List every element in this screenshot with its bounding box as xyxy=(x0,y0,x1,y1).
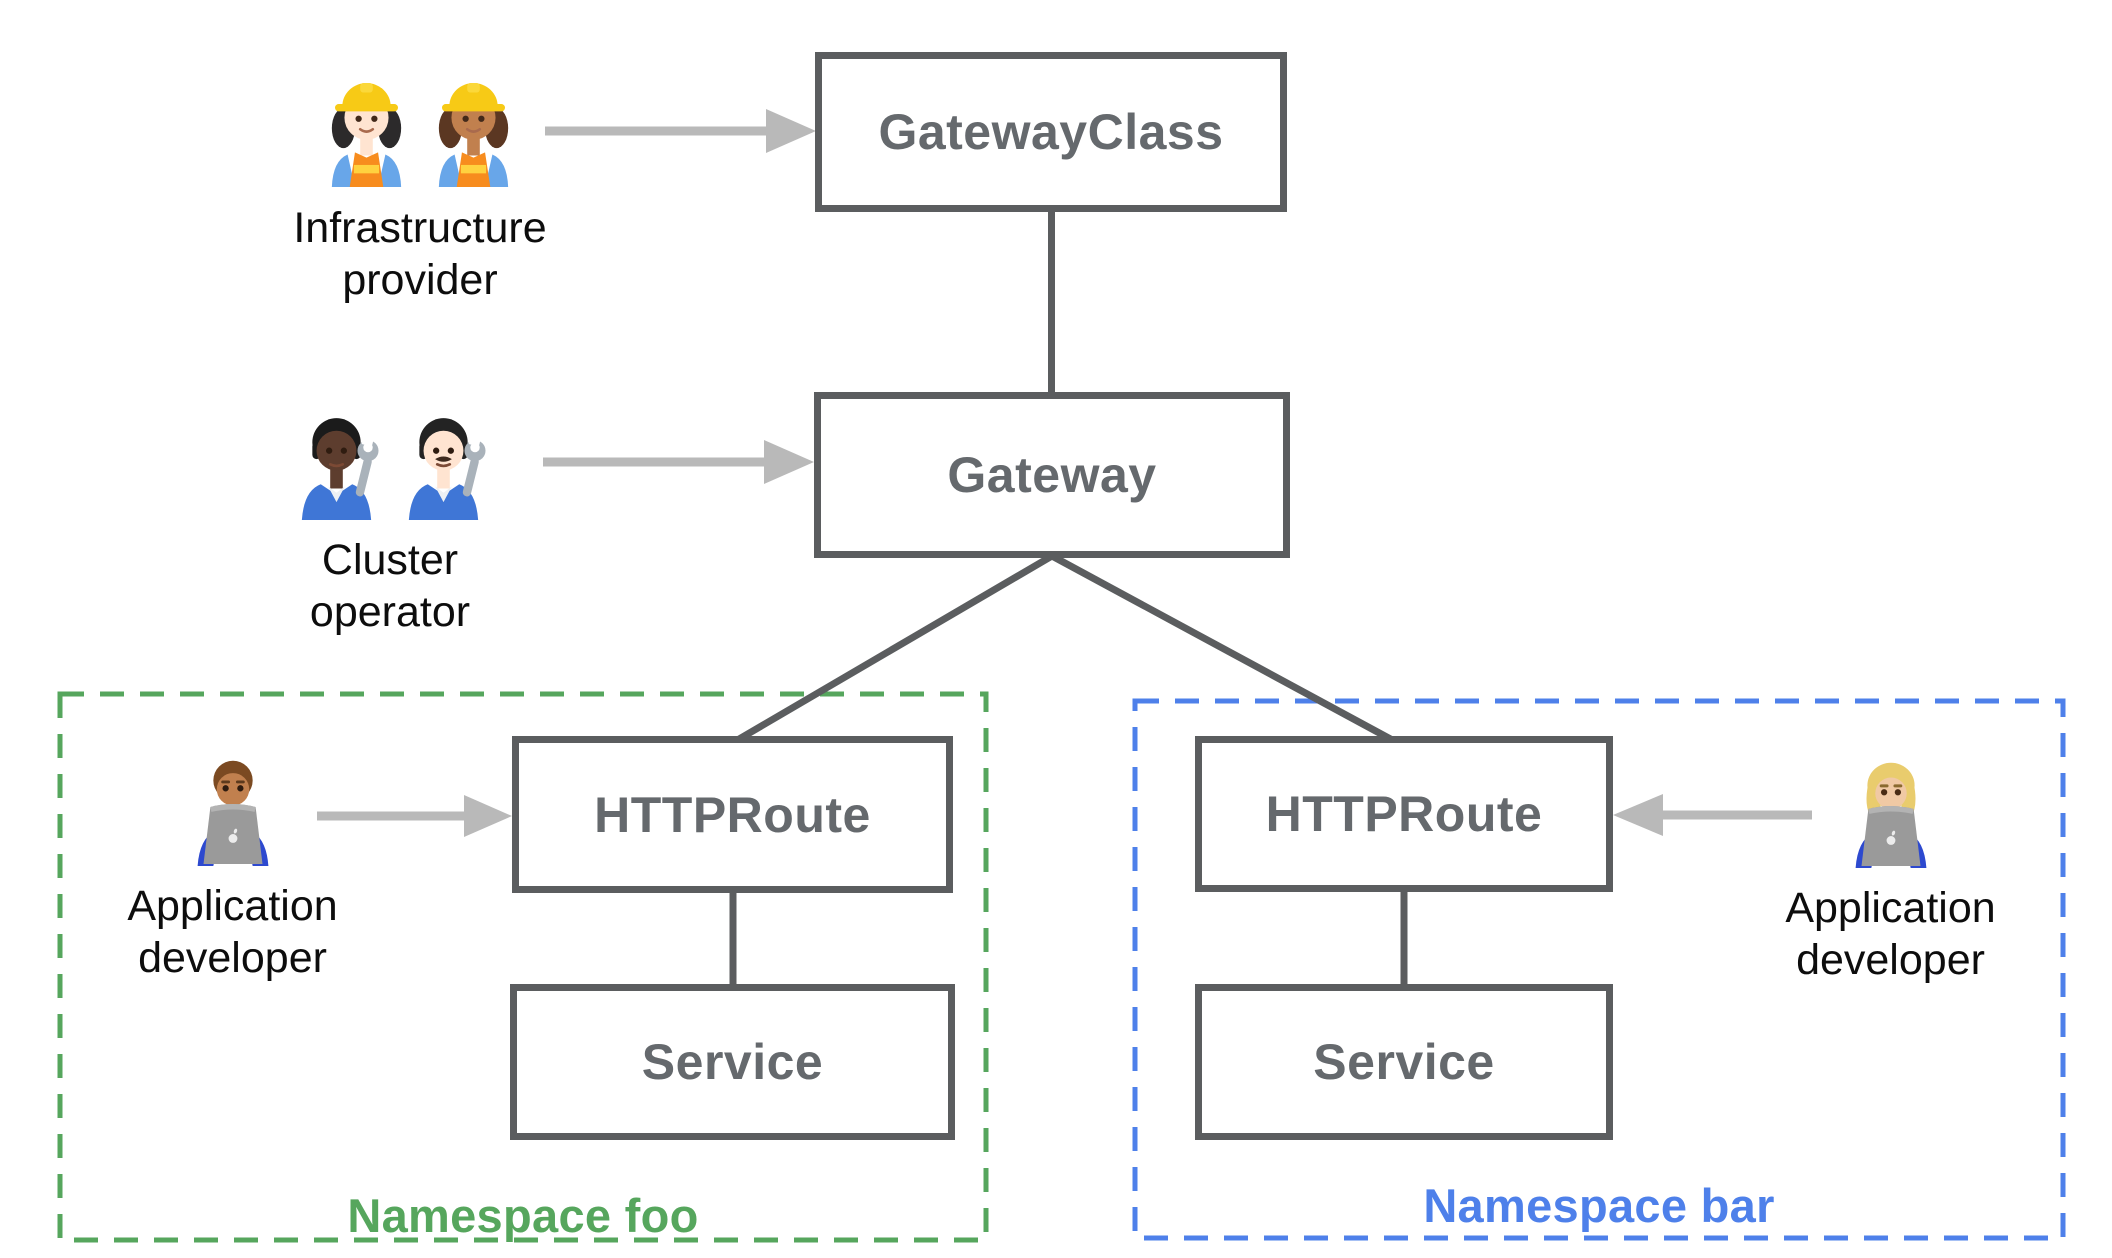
app-developer-foo-label: Application developer xyxy=(127,880,337,984)
namespace-foo-label: Namespace foo xyxy=(347,1189,699,1242)
node-httproute-foo: HTTPRoute xyxy=(512,736,953,893)
node-httproute-bar-label: HTTPRoute xyxy=(1265,786,1543,842)
infrastructure-provider-line2: provider xyxy=(342,256,498,304)
node-gatewayclass: GatewayClass xyxy=(815,52,1287,212)
node-httproute-bar: HTTPRoute xyxy=(1195,736,1613,892)
edge-gateway-httproute-foo xyxy=(732,552,1054,746)
actor-cluster-operator: Cluster operator xyxy=(270,394,510,638)
app-developer-bar-line2: developer xyxy=(1796,936,1985,984)
arrow-cluster-operator-head xyxy=(764,440,814,484)
node-httproute-foo-label: HTTPRoute xyxy=(594,786,871,843)
arrow-app-developer-foo-head xyxy=(464,795,512,837)
arrow-app-developer-bar-head xyxy=(1613,794,1663,836)
man-mechanic-light-icon xyxy=(391,394,496,520)
actor-app-developer-bar: Application developer xyxy=(1778,750,2003,986)
node-gateway: Gateway xyxy=(814,392,1290,558)
person-mechanic-dark-icon xyxy=(284,394,389,520)
woman-technologist-icon xyxy=(1837,750,1945,868)
cluster-operator-label: Cluster operator xyxy=(310,534,470,638)
app-developer-foo-line1: Application xyxy=(127,882,338,930)
node-service-foo: Service xyxy=(510,984,955,1140)
app-developer-bar-label: Application developer xyxy=(1785,882,1995,986)
actor-infrastructure-provider: Infrastructure provider xyxy=(285,60,555,306)
cluster-operator-line1: Cluster xyxy=(321,536,459,584)
app-developer-foo-line2: developer xyxy=(138,934,327,982)
node-service-bar: Service xyxy=(1195,984,1613,1140)
infrastructure-provider-line1: Infrastructure xyxy=(293,204,547,252)
arrow-infrastructure-provider-head xyxy=(766,109,816,153)
woman-construction-worker-light-icon xyxy=(314,60,419,188)
app-developer-bar-emojis xyxy=(1837,750,1945,868)
node-gateway-label: Gateway xyxy=(947,447,1157,503)
namespace-foo-border xyxy=(57,691,989,1243)
actor-app-developer-foo: Application developer xyxy=(120,748,345,984)
namespace-bar-label: Namespace bar xyxy=(1423,1179,1775,1232)
node-service-foo-label: Service xyxy=(641,1034,824,1090)
edge-gateway-httproute-bar xyxy=(1050,552,1398,746)
node-gatewayclass-label: GatewayClass xyxy=(878,104,1224,160)
cluster-operator-emojis xyxy=(284,394,496,520)
app-developer-bar-line1: Application xyxy=(1785,884,1996,932)
infrastructure-provider-emojis xyxy=(314,60,526,188)
app-developer-foo-emojis xyxy=(179,748,287,866)
cluster-operator-line2: operator xyxy=(309,588,471,636)
woman-construction-worker-medium-icon xyxy=(421,60,526,188)
namespace-bar-border xyxy=(1132,698,2066,1241)
man-technologist-icon xyxy=(179,748,287,866)
node-service-bar-label: Service xyxy=(1313,1034,1495,1090)
infrastructure-provider-label: Infrastructure provider xyxy=(293,202,546,306)
